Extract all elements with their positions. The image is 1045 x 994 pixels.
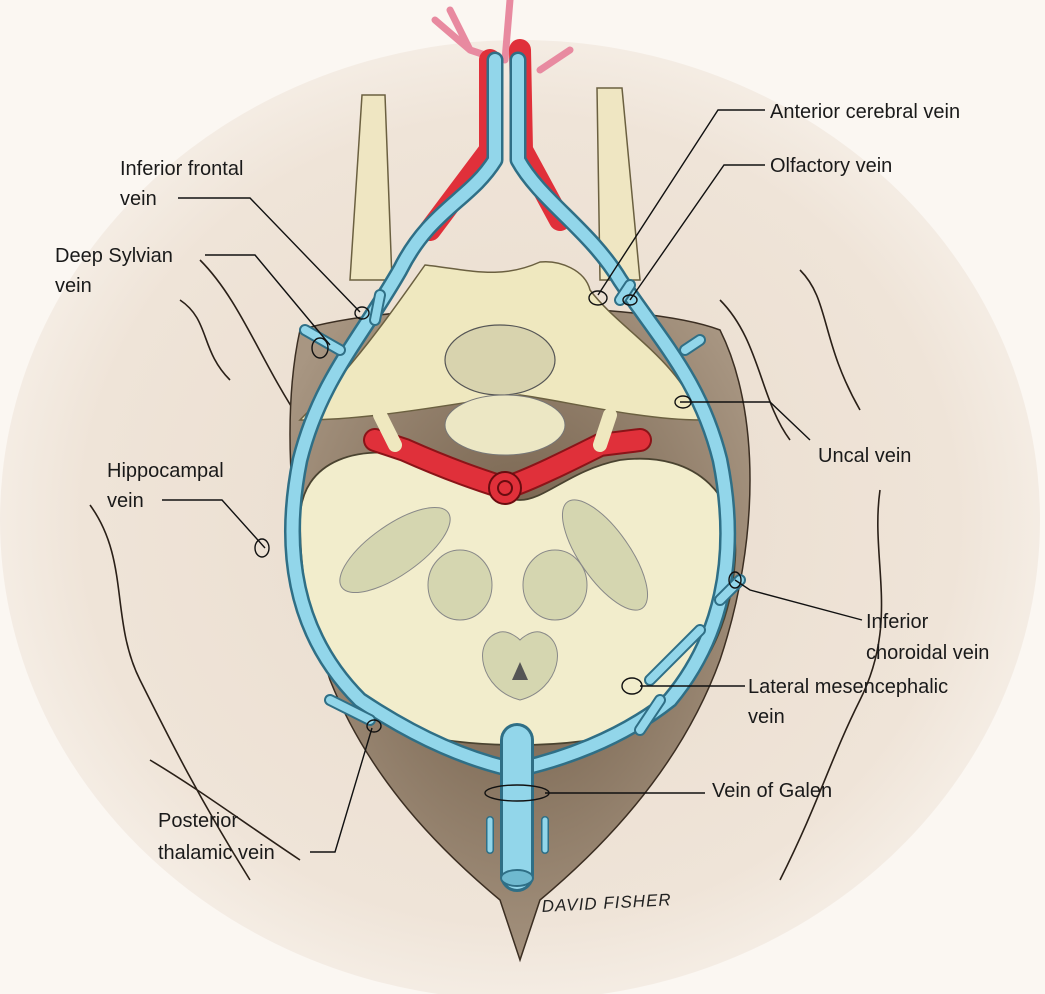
basilar-artery bbox=[488, 471, 522, 505]
label-inferior-choroidal-vein-line2: choroidal vein bbox=[866, 642, 989, 664]
label-hippocampal-vein-line1: Hippocampal bbox=[107, 460, 224, 482]
pituitary-stalk bbox=[444, 324, 556, 396]
substantia-nigra-left bbox=[339, 506, 451, 594]
label-hippocampal-vein-line2: vein bbox=[107, 490, 144, 512]
basal-vein-system bbox=[284, 51, 746, 892]
label-olfactory-vein: Olfactory vein bbox=[770, 155, 892, 177]
vein-markers bbox=[254, 290, 742, 802]
label-lateral-mesencephalic-vein-line2: vein bbox=[748, 706, 785, 728]
label-inferior-frontal-vein-line1: Inferior frontal bbox=[120, 158, 243, 180]
label-posterior-thalamic-vein-line2: thalamic vein bbox=[158, 842, 275, 864]
label-lateral-mesencephalic-vein-line1: Lateral mesencephalic bbox=[748, 676, 948, 698]
cerebral-aqueduct bbox=[512, 662, 528, 680]
red-nucleus-right bbox=[522, 549, 588, 621]
label-uncal-vein: Uncal vein bbox=[818, 445, 911, 467]
label-inferior-frontal-vein-line2: vein bbox=[120, 188, 157, 210]
label-deep-sylvian-vein-line2: vein bbox=[55, 275, 92, 297]
label-deep-sylvian-vein-line1: Deep Sylvian bbox=[55, 245, 173, 267]
red-nucleus-left bbox=[427, 549, 493, 621]
label-posterior-thalamic-vein-line1: Posterior bbox=[158, 810, 238, 832]
label-anterior-cerebral-vein: Anterior cerebral vein bbox=[770, 101, 960, 123]
mammillary-bodies bbox=[444, 394, 566, 456]
olfactory-tract-right bbox=[596, 87, 641, 281]
label-inferior-choroidal-vein-line1: Inferior bbox=[866, 611, 929, 633]
substantia-nigra-right bbox=[561, 499, 649, 611]
cortical-folds bbox=[89, 259, 883, 881]
label-vein-of-galen: Vein of Galen bbox=[712, 780, 832, 802]
